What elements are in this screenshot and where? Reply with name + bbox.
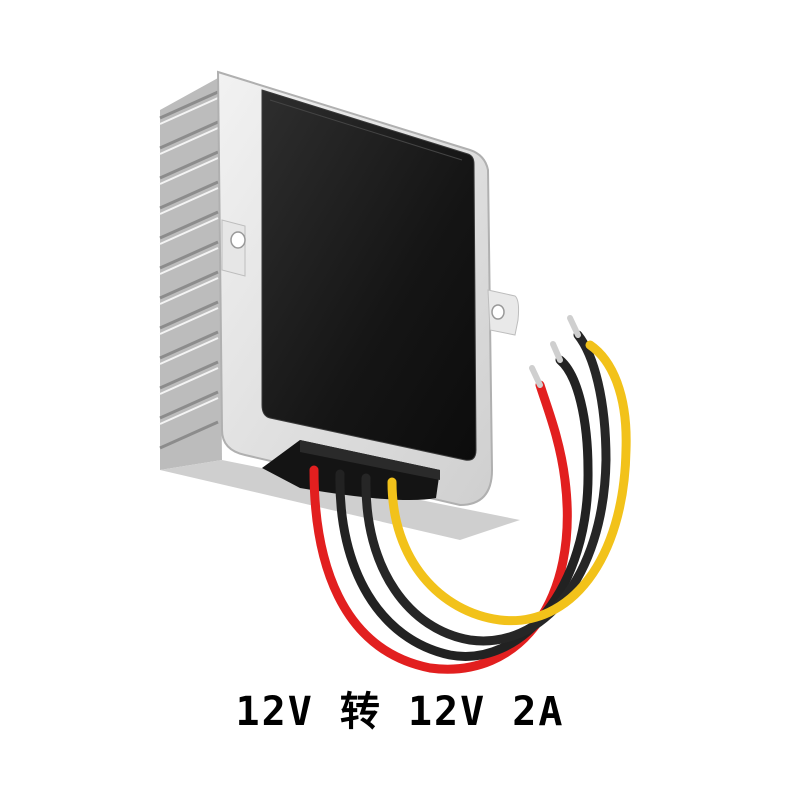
wire-yellow [387, 340, 631, 626]
wire-red-left [309, 380, 572, 674]
product-caption: 12V 转 12V 2A [235, 689, 565, 735]
potting-panel [261, 89, 477, 461]
mounting-hole-right [491, 304, 505, 320]
output-wires [309, 315, 631, 674]
wire-tip-2 [550, 341, 563, 363]
wire-tip-1 [529, 365, 543, 388]
wire-tip-3 [567, 315, 581, 338]
heatsink-fins [159, 78, 222, 470]
mounting-hole-left [230, 231, 246, 249]
